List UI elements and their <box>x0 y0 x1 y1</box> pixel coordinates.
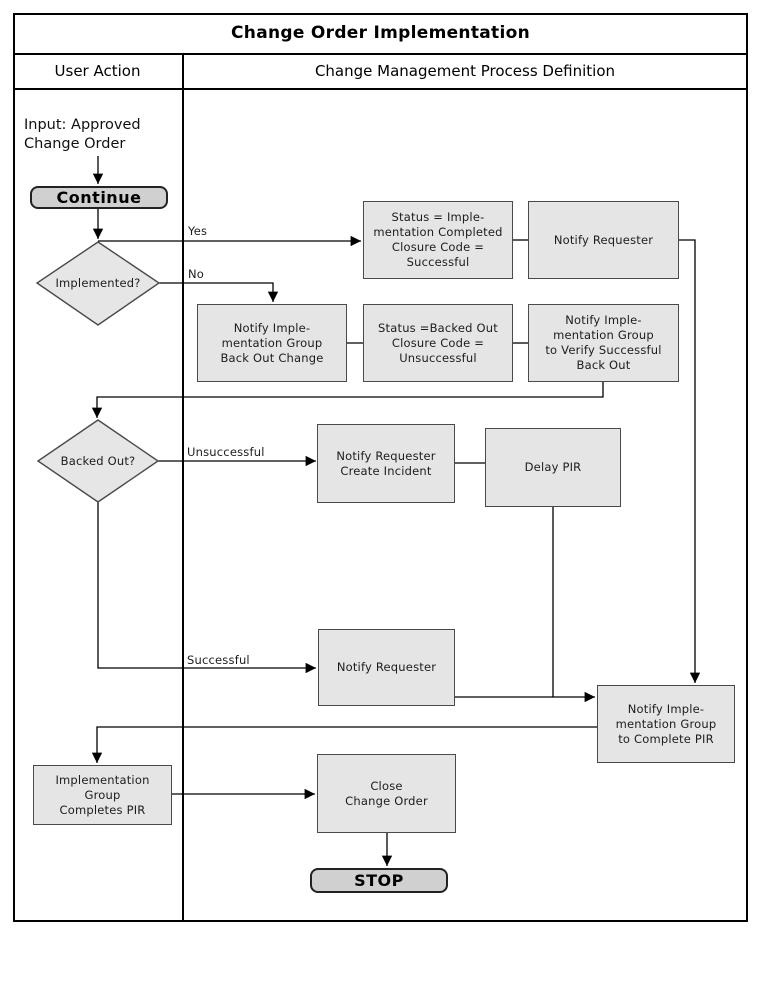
decision-implemented-label: Implemented? <box>55 276 141 290</box>
process-notify-complete-pir: Notify Imple- mentation Group to Complet… <box>597 685 735 763</box>
process-notify-requester-create-incident: Notify Requester Create Incident <box>317 424 455 503</box>
process-impl-group-completes-pir: Implementation Group Completes PIR <box>33 765 172 825</box>
column-header-user-action: User Action <box>54 61 141 80</box>
title-divider <box>13 53 748 55</box>
decision-backed-out-diamond <box>36 419 160 503</box>
process-notify-verify-backout: Notify Imple- mentation Group to Verify … <box>528 304 679 382</box>
arrow-no-branch <box>159 282 279 302</box>
table-outer-border <box>13 13 748 922</box>
continue-terminator: Continue <box>30 186 168 209</box>
input-approved-change-order-label: Input: Approved Change Order <box>24 117 141 152</box>
column-header-process-definition: Change Management Process Definition <box>314 61 616 80</box>
arrow-complete-pir-to-impl-group <box>91 726 597 763</box>
process-notify-requester-1: Notify Requester <box>528 201 679 279</box>
branch-label-successful: Successful <box>187 653 250 667</box>
column-divider <box>182 53 184 922</box>
branch-label-yes: Yes <box>188 224 208 238</box>
process-delay-pir: Delay PIR <box>485 428 621 507</box>
process-notify-requester-2: Notify Requester <box>318 629 455 706</box>
process-notify-backout-change: Notify Imple- mentation Group Back Out C… <box>197 304 347 382</box>
process-status-backed-out: Status =Backed Out Closure Code = Unsucc… <box>363 304 513 382</box>
branch-label-no: No <box>188 267 205 281</box>
header-divider <box>13 88 748 90</box>
arrow-verify-to-backed-out <box>91 382 604 418</box>
branch-label-unsuccessful: Unsuccessful <box>187 445 265 459</box>
process-status-implementation-completed: Status = Imple- mentation Completed Clos… <box>363 201 513 279</box>
decision-implemented-diamond <box>35 241 161 326</box>
arrow-successful-branch <box>97 502 316 674</box>
stop-terminator: STOP <box>310 868 448 893</box>
diagram-title: Change Order Implementation <box>231 23 530 43</box>
process-close-change-order: Close Change Order <box>317 754 456 833</box>
decision-backed-out-label: Backed Out? <box>60 454 136 468</box>
arrow-notify1-to-complete-pir <box>679 239 701 683</box>
